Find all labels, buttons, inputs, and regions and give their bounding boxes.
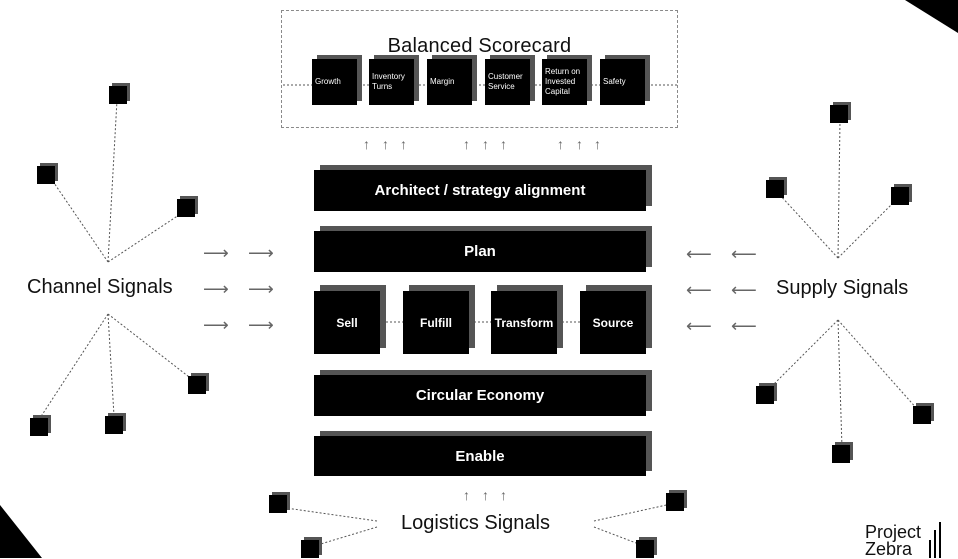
up-arrow-icon: ↑ <box>576 136 583 152</box>
signal-node <box>636 540 654 558</box>
process-source: Source <box>580 291 646 354</box>
signal-node <box>109 86 127 104</box>
up-arrow-icon: ↑ <box>463 487 470 503</box>
left-arrow-icon: ⟵ <box>686 244 712 264</box>
signal-node <box>301 540 319 558</box>
project-zebra-logo: Project Zebra <box>865 522 922 559</box>
right-arrow-icon: ⟶ <box>203 243 229 263</box>
up-arrow-icon: ↑ <box>557 136 564 152</box>
kpi-inventory-turns: Inventory Turns <box>369 59 414 105</box>
signal-node <box>766 180 784 198</box>
signal-node <box>830 105 848 123</box>
kpi-growth: Growth <box>312 59 357 105</box>
left-arrow-icon: ⟵ <box>686 280 712 300</box>
signal-node <box>105 416 123 434</box>
process-fulfill: Fulfill <box>403 291 469 354</box>
kpi-margin: Margin <box>427 59 472 105</box>
up-arrow-icon: ↑ <box>594 136 601 152</box>
signal-node <box>188 376 206 394</box>
up-arrow-icon: ↑ <box>500 136 507 152</box>
balanced-scorecard-box: Balanced Scorecard <box>281 10 678 128</box>
scorecard-title: Balanced Scorecard <box>387 35 572 57</box>
right-arrow-icon: ⟶ <box>248 243 274 263</box>
right-arrow-icon: ⟶ <box>203 315 229 335</box>
signal-node <box>37 166 55 184</box>
circular-economy-bar: Circular Economy <box>314 375 646 416</box>
up-arrow-icon: ↑ <box>363 136 370 152</box>
signal-node <box>832 445 850 463</box>
logo-line-1: Project <box>865 522 922 542</box>
signal-connectors <box>39 84 919 547</box>
up-arrow-icon: ↑ <box>500 487 507 503</box>
right-arrow-icon: ⟶ <box>248 279 274 299</box>
signal-node <box>891 187 909 205</box>
left-arrow-icon: ⟵ <box>686 316 712 336</box>
right-arrow-icon: ⟶ <box>203 279 229 299</box>
supply-signals-label: Supply Signals <box>776 277 909 299</box>
left-arrow-icon: ⟵ <box>731 316 757 336</box>
up-arrow-icon: ↑ <box>482 136 489 152</box>
right-arrow-icon: ⟶ <box>248 315 274 335</box>
kpi-return-on-invested-capital: Return on Invested Capital <box>542 59 587 105</box>
signal-node <box>30 418 48 436</box>
signal-node <box>666 493 684 511</box>
up-arrow-icon: ↑ <box>482 487 489 503</box>
signal-node <box>756 386 774 404</box>
process-transform: Transform <box>491 291 557 354</box>
left-arrow-icon: ⟵ <box>731 244 757 264</box>
signal-node <box>269 495 287 513</box>
architect-strategy-alignment-bar: Architect / strategy alignment <box>314 170 646 211</box>
up-arrow-icon: ↑ <box>400 136 407 152</box>
up-arrow-icon: ↑ <box>463 136 470 152</box>
process-sell: Sell <box>314 291 380 354</box>
left-arrow-icon: ⟵ <box>731 280 757 300</box>
plan-bar: Plan <box>314 231 646 272</box>
enable-bar: Enable <box>314 436 646 476</box>
top-right-corner-shape <box>905 0 958 33</box>
up-arrow-icon: ↑ <box>382 136 389 152</box>
kpi-safety: Safety <box>600 59 645 105</box>
signal-node <box>913 406 931 424</box>
logistics-signals-label: Logistics Signals <box>401 512 550 534</box>
logo-line-2: Zebra <box>865 539 913 559</box>
signal-node <box>177 199 195 217</box>
bottom-left-corner-shape <box>0 505 42 558</box>
channel-signals-label: Channel Signals <box>27 276 173 298</box>
kpi-customer-service: Customer Service <box>485 59 530 105</box>
